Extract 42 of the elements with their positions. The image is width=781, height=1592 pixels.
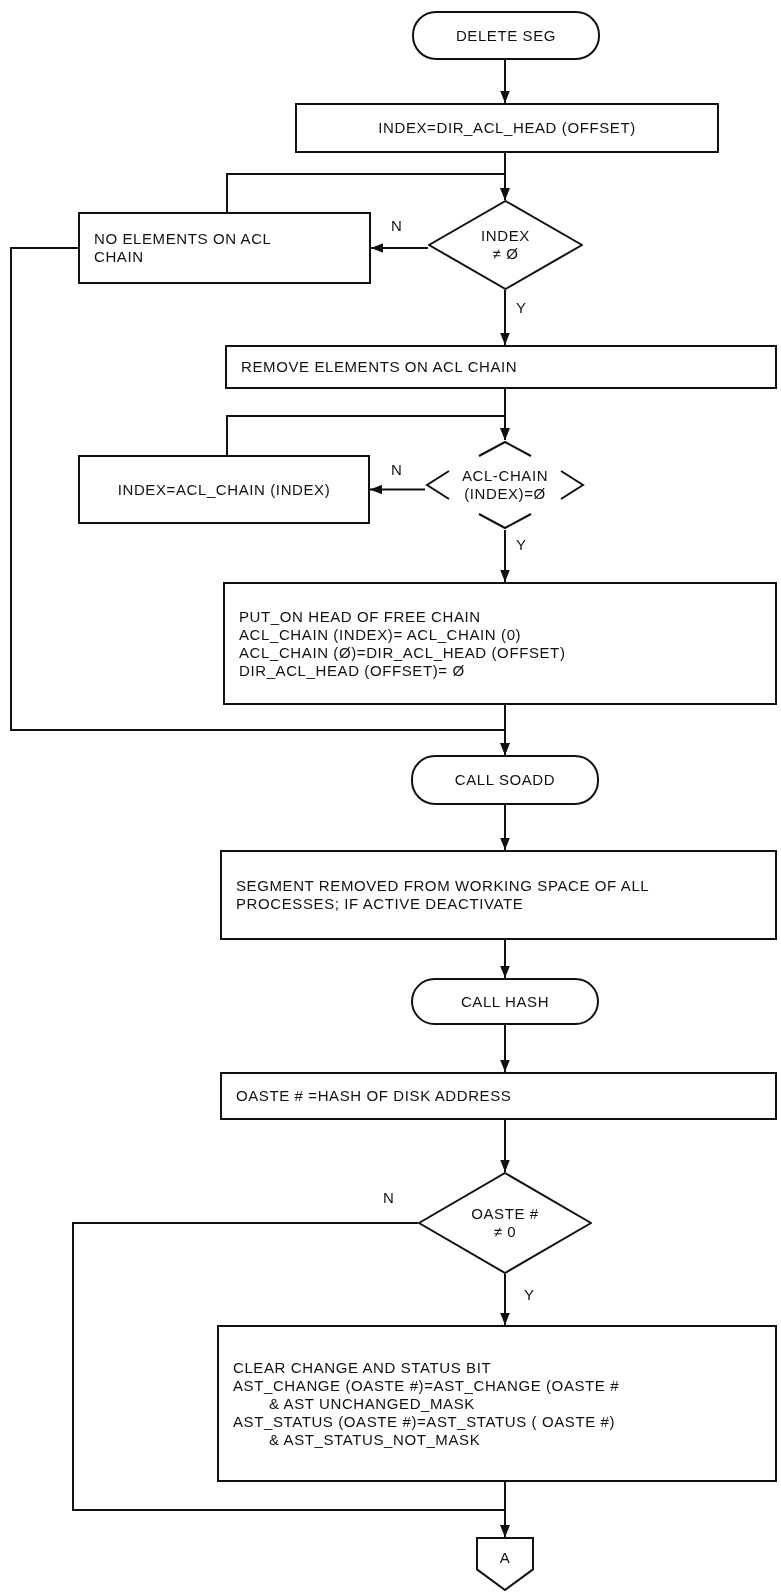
- box-text: CALL HASH: [460, 992, 550, 1011]
- box-text: NO ELEMENTS ON ACL CHAIN: [94, 230, 272, 266]
- box-text: A: [499, 1549, 511, 1567]
- flow-arrow: [500, 289, 510, 346]
- box-text: DIR_ACL_HEAD (OFFSET)= Ø: [239, 661, 466, 680]
- flow-arrow: [500, 529, 510, 583]
- process-box: [78, 455, 370, 524]
- flow-arrow: [500, 1481, 510, 1538]
- box-text: AST_STATUS (OASTE #)=AST_STATUS ( OASTE #) & AST_STATUS_NOT_MASK: [233, 1412, 617, 1449]
- box-text: PUT_ON HEAD OF FREE CHAIN: [239, 607, 482, 626]
- box-text: AST_CHANGE (OASTE #)=AST_CHANGE (OASTE # & AST UNCHANGED_MASK: [233, 1376, 621, 1413]
- flow-arrow: [500, 1024, 510, 1073]
- box-text: OASTE # ≠ 0: [470, 1205, 540, 1241]
- flow-arrow: [226, 415, 510, 456]
- process-box: [295, 103, 719, 153]
- process-box: [225, 345, 777, 389]
- box-text: SEGMENT REMOVED FROM WORKING SPACE OF ALL PROCESSES; IF ACTIVE DEACTIVATE: [236, 877, 650, 913]
- box-text: CLEAR CHANGE AND STATUS BIT: [233, 1358, 493, 1377]
- box-text: INDEX=ACL_CHAIN (INDEX): [116, 480, 332, 499]
- flow-arrow: [500, 1119, 510, 1173]
- box-text: CALL SOADD: [454, 771, 556, 789]
- box-text: DELETE SEG: [455, 26, 557, 45]
- flow-arrow: [370, 243, 429, 253]
- flow-arrow: [500, 804, 510, 851]
- box-text: INDEX=DIR_ACL_HEAD (OFFSET): [378, 119, 636, 137]
- flow-arrow: [500, 704, 510, 756]
- flow-arrow: [226, 173, 510, 213]
- flow-arrow: [369, 484, 426, 495]
- flow-arrow: [500, 59, 510, 104]
- box-text: ACL_CHAIN (Ø)=DIR_ACL_HEAD (OFFSET): [239, 643, 567, 662]
- box-text: REMOVE ELEMENTS ON ACL CHAIN: [241, 358, 519, 376]
- process-box: [223, 582, 777, 705]
- process-box: [78, 212, 371, 284]
- box-text: ACL-CHAIN (INDEX)=Ø: [460, 467, 550, 503]
- box-text: INDEX ≠ Ø: [480, 227, 531, 263]
- flow-arrow: [500, 939, 510, 979]
- box-text: ACL_CHAIN (INDEX)= ACL_CHAIN (0): [239, 625, 523, 644]
- box-text: OASTE # =HASH OF DISK ADDRESS: [236, 1087, 513, 1105]
- process-box: [220, 1072, 777, 1120]
- process-box: [217, 1325, 777, 1482]
- process-box: [220, 850, 777, 940]
- flow-arrow: [500, 1273, 510, 1326]
